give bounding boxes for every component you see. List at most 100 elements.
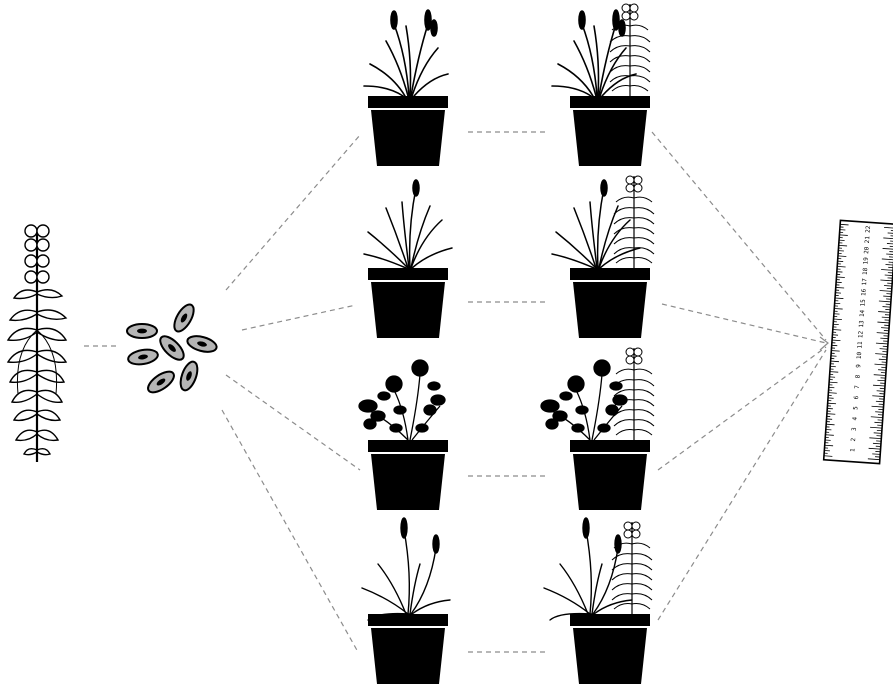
ruler-tick [877, 321, 890, 324]
ruler-label: 5 [852, 406, 859, 410]
ruler-tick [829, 371, 839, 373]
ruler-tick [878, 300, 891, 303]
ruler-tick [881, 269, 893, 271]
ruler-label: 11 [857, 341, 865, 349]
ruler-tick [826, 413, 836, 415]
ruler-tick [870, 416, 883, 418]
ruler-label: 1 [849, 448, 856, 452]
seed-icon [126, 346, 160, 368]
ruler-tick [878, 311, 891, 313]
ruler-tick [867, 458, 880, 461]
ruler-tick [838, 244, 848, 247]
ruler-tick [829, 381, 838, 384]
legume-plant-icon [613, 175, 655, 269]
ruler-tick [881, 327, 890, 329]
ruler-tick [875, 400, 884, 403]
ruler-tick [872, 384, 886, 387]
ruler-tick [837, 255, 847, 257]
ruler-tick [834, 297, 844, 299]
pot-icon [367, 613, 449, 685]
ruler-tick [884, 226, 893, 229]
ruler-tick [886, 243, 893, 245]
ruler-tick [871, 405, 884, 408]
ruler-ticks [823, 223, 893, 461]
connector-seeds-to-row-2 [241, 304, 357, 331]
ruler-tick [883, 237, 893, 240]
ruler-tick [877, 379, 886, 382]
sedge-tuft-icon [363, 179, 453, 269]
ruler-label: 17 [861, 278, 869, 286]
ruler-label: 15 [859, 299, 867, 307]
ruler-label: 13 [858, 320, 866, 328]
ruler-label: 19 [862, 257, 870, 265]
ruler-label: 20 [863, 246, 871, 254]
ruler-tick [878, 369, 887, 371]
grass-tuft-icon [551, 9, 637, 97]
pot-icon [569, 613, 651, 685]
wheat-grass-icon [543, 517, 633, 621]
connector-seeds-to-row-4 [221, 409, 359, 653]
ruler-tick [834, 308, 843, 310]
ruler-tick [823, 455, 833, 457]
clover-plant-icon [540, 359, 628, 441]
ruler-tick [874, 421, 883, 424]
seed-icon [169, 300, 199, 336]
ruler-tick [879, 348, 888, 350]
ruler-label: 18 [862, 267, 870, 275]
ruler-tick [885, 264, 893, 266]
pot-row-2-single [363, 179, 453, 339]
clover-plant-icon [358, 359, 446, 441]
ruler-tick [840, 223, 849, 226]
connector-row-2-to-ruler [661, 303, 827, 344]
seed-cluster-icon [126, 300, 220, 398]
ruler-label: 6 [853, 395, 860, 399]
ruler-tick [825, 434, 834, 436]
ruler-tick [875, 353, 888, 355]
ruler-tick [875, 342, 888, 345]
pot-icon [367, 439, 449, 511]
ruler-tick [833, 318, 842, 320]
connector-seeds-to-row-3 [225, 374, 361, 471]
ruler-tick [837, 266, 846, 268]
ruler-label: 10 [856, 351, 864, 359]
arrowhead-icon [819, 336, 829, 351]
ruler-tick [874, 363, 887, 366]
ruler-tick [869, 437, 882, 440]
connector-row-4-to-ruler [657, 349, 827, 621]
ruler-tick [872, 442, 881, 445]
ruler-tick [828, 392, 837, 394]
pot-row-1-single [363, 9, 449, 167]
sedge-tuft-icon [551, 179, 641, 269]
ruler-label: 9 [855, 364, 862, 368]
ruler-tick [883, 295, 892, 298]
ruler-tick [880, 279, 893, 282]
ruler-tick [824, 444, 834, 447]
ruler-tick [835, 287, 845, 289]
ruler-label: 7 [854, 385, 861, 389]
ruler-label: 4 [852, 416, 859, 420]
ruler-tick [880, 337, 889, 340]
ruler-tick [878, 358, 887, 361]
ruler-tick [827, 402, 837, 405]
pot-icon [367, 95, 449, 167]
ruler-tick [839, 234, 848, 236]
seed-icon [143, 366, 179, 398]
ruler-label: 21 [864, 236, 872, 244]
ruler-tick [873, 432, 882, 434]
ruler-tick [826, 423, 835, 426]
seed-icon [176, 358, 202, 394]
pot-icon [569, 439, 651, 511]
ruler-label: 14 [859, 309, 867, 317]
pot-icon [367, 267, 449, 339]
ruler-tick [876, 332, 889, 334]
legume-plant-icon [613, 347, 655, 441]
seed-icon [155, 331, 189, 365]
grass-tuft-icon [363, 9, 449, 97]
connector-row-3-to-ruler [657, 346, 827, 471]
ruler-tick [872, 395, 885, 397]
ruler-tick [873, 374, 886, 376]
ruler-label: 2 [850, 437, 857, 441]
